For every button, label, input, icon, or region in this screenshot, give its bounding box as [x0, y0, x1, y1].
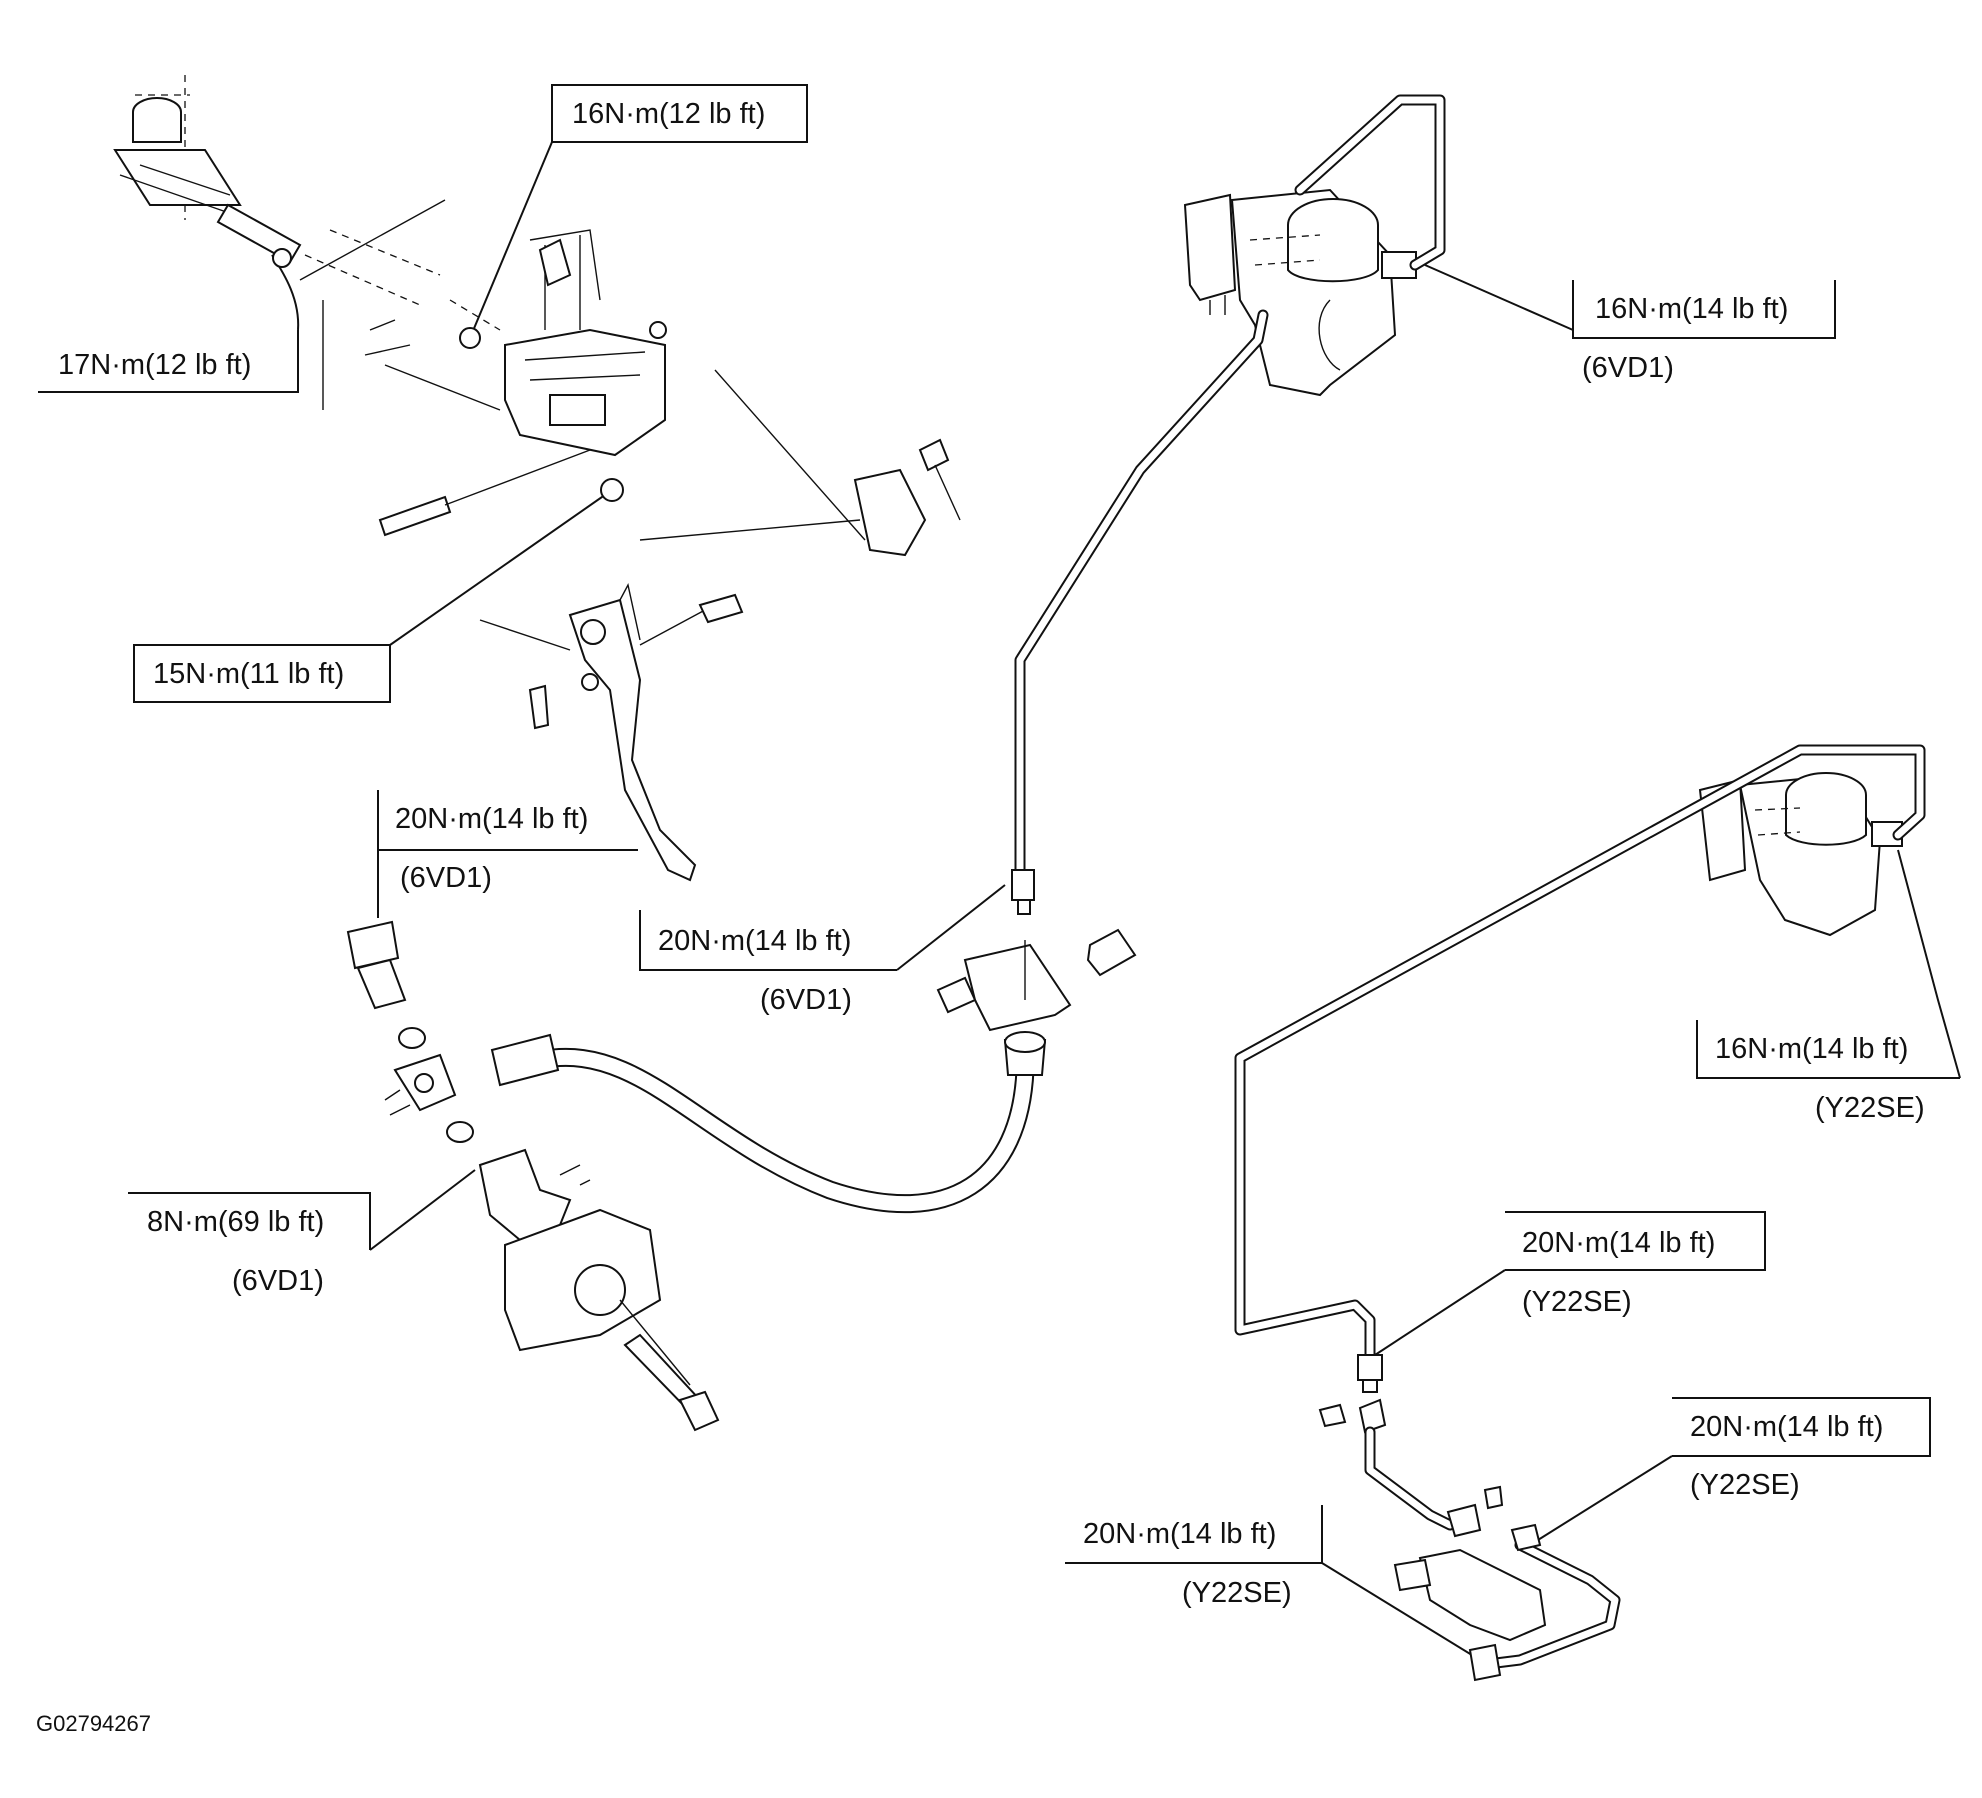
torque-text: 20N·m(14 lb ft): [658, 925, 851, 957]
banjo-fitting-6vd1: [346, 920, 474, 1143]
master-cylinder-y22se: [1698, 772, 1903, 937]
torque-text: 20N·m(14 lb ft): [395, 803, 588, 835]
variant-text: (6VD1): [232, 1265, 324, 1297]
torque-text: 16N·m(14 lb ft): [1715, 1033, 1908, 1065]
torque-text: 16N·m(14 lb ft): [1595, 293, 1788, 325]
clutch-hose: [490, 1031, 1047, 1214]
torque-text: 20N·m(14 lb ft): [1522, 1227, 1715, 1259]
master-cylinder-6vd1: [1183, 188, 1417, 397]
torque-text: 15N·m(11 lb ft): [153, 658, 344, 690]
torque-text: 8N·m(69 lb ft): [147, 1206, 324, 1238]
label-15nm-11lbft: 15N·m(11 lb ft): [133, 489, 613, 703]
variant-text: (6VD1): [400, 862, 492, 894]
slave-cylinder-y22se: [1318, 1398, 1621, 1682]
clutch-pedal-bracket: [364, 229, 667, 537]
pedal-switch: [639, 369, 961, 557]
torque-text: 20N·m(14 lb ft): [1690, 1411, 1883, 1443]
clutch-pipe-y22se: [1234, 744, 1926, 1393]
variant-text: (Y22SE): [1182, 1577, 1292, 1609]
hose-bracket: [936, 928, 1137, 1032]
label-20nm-14lbft-y22se-b: 20N·m(14 lb ft) (Y22SE): [1529, 1397, 1931, 1546]
upper-master-cylinder: [113, 75, 446, 410]
figure-id: G02794267: [36, 1711, 151, 1736]
torque-text: 16N·m(12 lb ft): [572, 98, 765, 130]
clutch-operating-cylinder-6vd1: [478, 1148, 720, 1432]
label-20nm-14lbft-6vd1-b: 20N·m(14 lb ft) (6VD1): [639, 884, 1006, 1016]
brake-pipe-6vd1: [1011, 94, 1446, 915]
clutch-pedal: [479, 582, 744, 882]
label-16nm-12lbft: 16N·m(12 lb ft): [469, 84, 808, 339]
torque-text: 20N·m(14 lb ft): [1083, 1518, 1276, 1550]
label-8nm-69lbft: 8N·m(69 lb ft) (6VD1): [128, 1169, 476, 1297]
variant-text: (6VD1): [760, 984, 852, 1016]
variant-text: (Y22SE): [1522, 1286, 1632, 1318]
label-20nm-14lbft-6vd1-a: 20N·m(14 lb ft) (6VD1): [377, 790, 638, 918]
variant-text: (6VD1): [1582, 352, 1674, 384]
variant-text: (Y22SE): [1690, 1469, 1800, 1501]
variant-text: (Y22SE): [1815, 1092, 1925, 1124]
label-20nm-14lbft-y22se-c: 20N·m(14 lb ft) (Y22SE): [1065, 1505, 1481, 1661]
label-20nm-14lbft-y22se-a: 20N·m(14 lb ft) (Y22SE): [1374, 1211, 1766, 1356]
label-17nm-12lbft: 17N·m(12 lb ft): [38, 254, 300, 393]
torque-text: 17N·m(12 lb ft): [58, 349, 251, 381]
label-16nm-14lbft-6vd1: 16N·m(14 lb ft) (6VD1): [1424, 264, 1836, 384]
label-16nm-14lbft-y22se: 16N·m(14 lb ft) (Y22SE): [1696, 849, 1961, 1124]
